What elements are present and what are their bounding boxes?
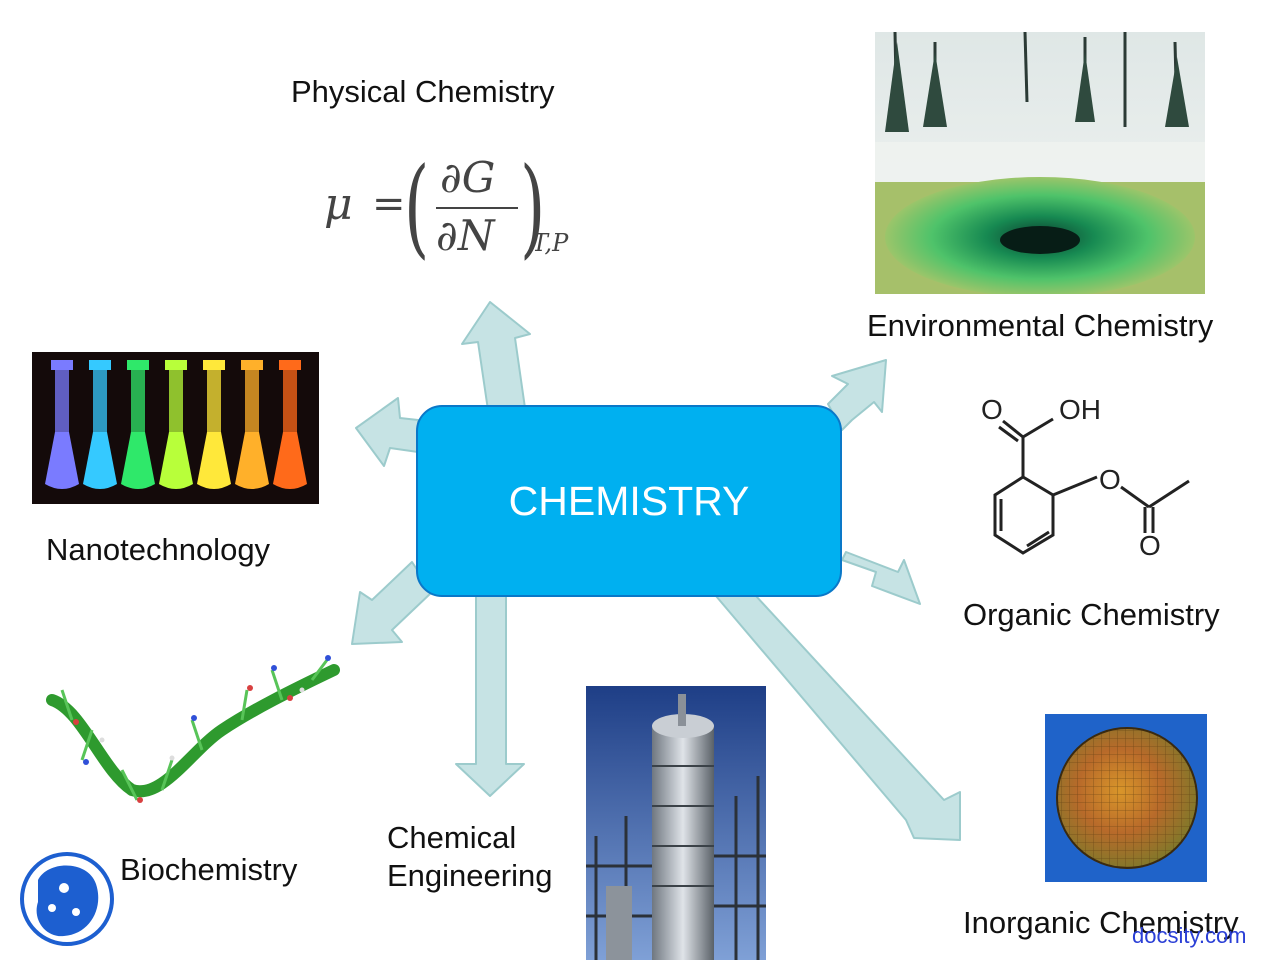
eq-numerator: ∂G [440,153,496,202]
vial-icon [235,360,269,489]
atom-oh: OH [1059,394,1101,425]
label-physical-chemistry: Physical Chemistry [291,74,555,109]
center-node: CHEMISTRY [416,405,842,597]
atom-o-acetyl: O [1139,530,1161,561]
eq-equals: = [372,181,406,227]
atom-o-ester: O [1099,464,1121,495]
vial-icon [121,360,155,489]
eq-mu: μ [324,179,353,230]
aspirin-molecule-structure: O OH O O [975,385,1200,570]
atom-o-carbonyl: O [981,394,1003,425]
eq-right-paren: ) [520,145,546,270]
label-biochemistry: Biochemistry [120,852,298,887]
quantum-dot-vials-image [32,352,319,504]
label-chemical-engineering-line2: Engineering [387,858,553,893]
vial-icon [45,360,79,489]
silicon-wafer-image [1045,714,1207,882]
label-organic-chemistry: Organic Chemistry [963,597,1220,632]
vial-icon [83,360,117,489]
arrow-chemical-engineering [455,595,525,797]
center-label: CHEMISTRY [508,477,750,524]
arrow-physical [461,301,531,411]
eq-fraction-bar [436,207,518,209]
label-chemical-engineering-line1: Chemical [387,820,517,855]
vial-icon [159,360,193,489]
refinery-column-image [586,686,766,960]
protein-helix-image [42,650,342,815]
arrow-environmental [827,359,887,431]
arrow-biochemistry [351,561,433,645]
vial-icon [273,360,307,489]
environmental-hot-spring-image [875,32,1205,294]
label-environmental-chemistry: Environmental Chemistry [867,308,1214,343]
footer-brand: docsity.com [1132,923,1247,948]
vial-icon [197,360,231,489]
eq-subscript: T,P [532,229,569,257]
arrow-inorganic [715,595,961,841]
arrow-nanotechnology [355,397,419,467]
label-inorganic-chemistry: Inorganic Chemistry [963,905,1239,940]
arrow-organic [841,551,921,605]
docsity-logo-icon [18,850,116,948]
chemical-potential-equation: μ = ( ∂G ∂N ) T,P [320,145,590,270]
label-nanotechnology: Nanotechnology [46,532,271,567]
eq-denominator: ∂N [436,211,495,260]
eq-left-paren: ( [404,145,430,270]
